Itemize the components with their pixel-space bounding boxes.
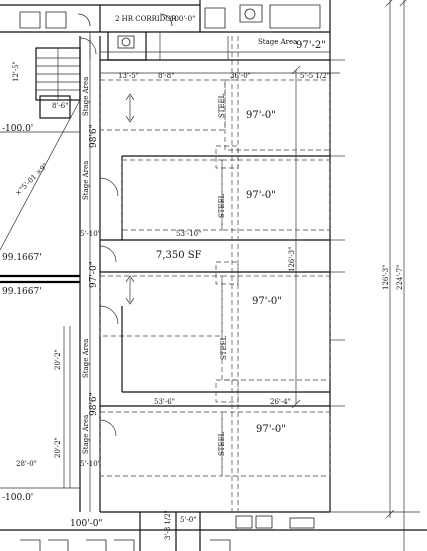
bottom-small-dim: 5'-0" [180, 516, 196, 524]
left-side-dim-1: 20'-2" [54, 349, 62, 370]
bottom-tiny-dim: 3'-8 1/2" [164, 510, 172, 540]
side-dim-c: 98'6" [89, 392, 99, 416]
row-height-2: 97'-0" [246, 190, 276, 201]
stair-dim-b: 8'-6" [52, 102, 68, 110]
stage-label-b: Stage Area [82, 161, 90, 200]
left-elev-1: -100.0' [2, 124, 33, 134]
main-building-outline [79, 36, 331, 513]
top-corridor-block [0, 0, 331, 60]
top-dim-d: 5'-5 1/2" [300, 72, 330, 80]
bay-row-3 [99, 275, 331, 393]
top-dim-b: 8'-8" [158, 72, 174, 80]
area-label: 7,350 SF [156, 250, 202, 261]
steel-label-a: STEEL [218, 93, 226, 118]
column-markers [215, 36, 239, 512]
vertical-total-dim: 224'-7" [396, 265, 404, 290]
mid-left-dim: 5'-10" [80, 230, 101, 238]
left-elev-4: -100.0' [2, 493, 33, 503]
top-right-dim: 97'-2" [296, 40, 326, 51]
diagonal-label: ×"5'-01 ×9" [14, 162, 50, 198]
left-side-dim-2: 20'-2" [54, 437, 62, 458]
low-right-dim: 26'-4" [270, 398, 291, 406]
row-height-1: 97'-0" [246, 110, 276, 121]
vertical-overall-dim: 126'-3" [382, 265, 390, 290]
bottom-left-dim: 100'-0" [70, 519, 103, 529]
left-elev-2: 99.1667' [2, 253, 42, 263]
left-structure [0, 99, 81, 489]
door-swings [79, 37, 119, 437]
right-dimension-chain [291, 0, 420, 551]
row-height-4: 97'-0" [256, 424, 286, 435]
steel-label-b: STEEL [218, 193, 226, 218]
steel-label-d: STEEL [218, 431, 226, 456]
bay-arrows [125, 93, 135, 305]
steel-label-c: STEEL [220, 335, 228, 360]
low-left-dim: 53'-6" [154, 398, 175, 406]
top-dim-a: 13'-5" [118, 72, 139, 80]
bay-row-2 [100, 159, 331, 273]
side-dim-a: 98'6" [89, 124, 99, 148]
vertical-inner-dim: 126'-3" [288, 247, 296, 272]
bottom-structure [0, 512, 427, 551]
bottom-left-side: 28'-0" [16, 460, 37, 468]
bay-row-4 [99, 405, 331, 477]
restroom-fixture [107, 32, 147, 61]
stage-top-label: Stage Area [258, 38, 297, 46]
stage-label-a: Stage Area [82, 77, 90, 116]
mid-center-dim: 53'-10" [176, 230, 201, 238]
left-elev-3: 99.1667' [2, 287, 42, 297]
low-side-dim: 5'-10" [80, 460, 101, 468]
corridor-title: 2 HR CORRIDOR [115, 15, 177, 23]
row-height-3: 97'-0" [252, 296, 282, 307]
top-dim-c: 36'-0" [230, 72, 251, 80]
stage-label-c: Stage Area [82, 339, 90, 378]
side-dim-b: 97'-0" [89, 261, 99, 288]
stair-dim-a: 12'-5" [12, 61, 20, 82]
stage-label-d: Stage Area [82, 415, 90, 454]
corridor-dim: 100'-0" [170, 15, 195, 23]
